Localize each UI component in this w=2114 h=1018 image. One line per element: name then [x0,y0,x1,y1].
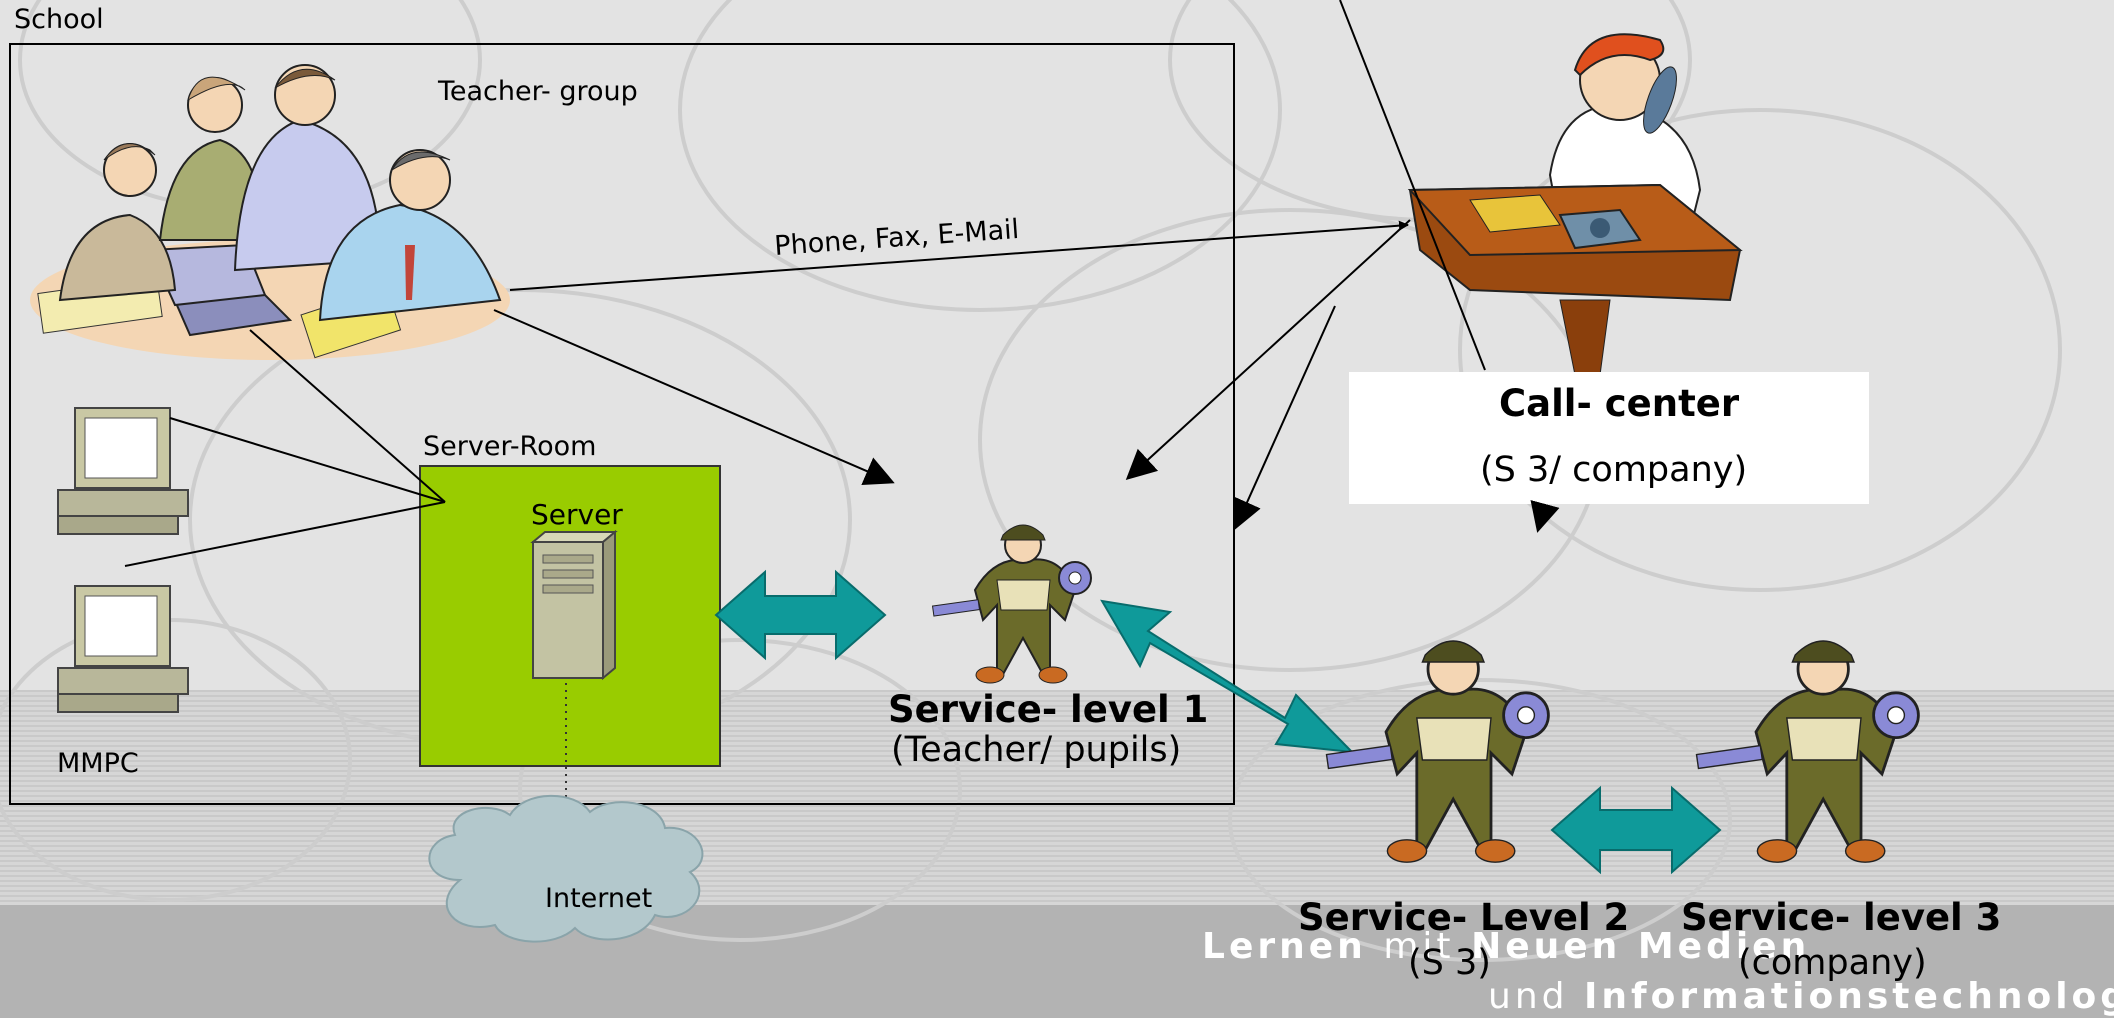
service-level-3-subtitle: (company) [1738,943,1927,983]
school-label: School [14,4,104,35]
banner-word-mit: mit [1383,926,1455,967]
banner-word-informationstechnologien: Informationstechnologien [1583,976,2114,1017]
banner-word-neuen-medien: Neuen Medien [1471,926,1811,967]
arrow-server-service1 [714,569,887,661]
call-center-operator-illustration [1407,33,1743,376]
service-level-2-subtitle: (S 3) [1408,943,1491,983]
arrow-service2-service3 [1550,785,1722,875]
server-room-label: Server-Room [423,431,597,462]
service-level-3-title: Service- level 3 [1681,896,2002,939]
banner-word-und: und [1488,976,1569,1017]
service-level-1-subtitle: (Teacher/ pupils) [891,730,1182,770]
call-center-title: Call- center [1499,382,1740,425]
banner-word-lernen: Lernen [1202,926,1367,967]
banner-line-1: Lernen mit Neuen Medien [1202,926,1810,967]
call-center-box [1349,372,1869,504]
mmpc-label: MMPC [57,748,139,779]
server-label: Server [531,498,623,531]
teacher-group-label: Teacher- group [438,76,638,107]
connector-lines [124,0,1560,567]
service-level-1-title: Service- level 1 [888,688,1209,731]
teacher-group-illustration [30,64,510,360]
server-tower-icon [530,529,618,681]
computer-icon [57,585,189,713]
technician-icon [1325,640,1550,863]
service-level-2-title: Service- Level 2 [1298,896,1630,939]
computer-icon [57,407,189,535]
technician-icon [931,524,1092,684]
call-center-subtitle: (S 3/ company) [1480,450,1748,490]
internet-label: Internet [545,883,653,914]
banner-line-2: und Informationstechnologien [1488,976,2114,1017]
technician-icon [1695,640,1920,863]
cloud-icon [428,794,704,943]
